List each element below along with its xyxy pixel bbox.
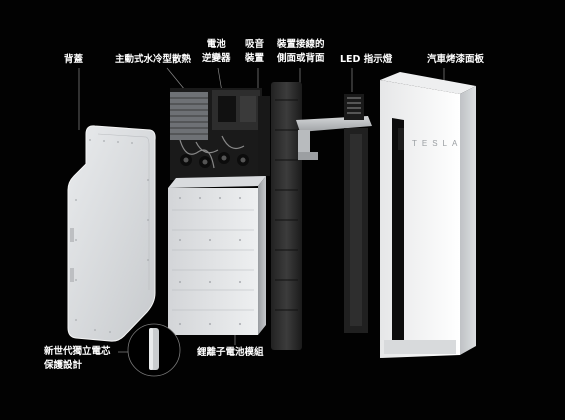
label-sound-line1: 吸音 [245,39,265,50]
label-chip-line2: 保護設計 [44,360,83,371]
battery-module-part [168,176,266,335]
label-side-line1: 裝置接線的 [277,39,325,50]
cooling-inverter-part [170,88,270,180]
label-battery-module: 鋰離子電池模組 [197,347,264,358]
side-panel-part [271,82,302,350]
label-battery-inverter: 電池 逆變器 [202,38,231,66]
label-cell-protection: 新世代獨立電芯 保護設計 [44,345,111,373]
tesla-logo: TESLA [412,139,462,148]
label-battery-line1: 電池 [206,39,226,50]
label-side-wiring: 裝置接線的 側面或背面 [277,38,325,66]
back-cover-part [67,125,156,342]
led-bracket-part [296,94,372,333]
label-paint-panel: 汽車烤漆面板 [427,54,485,65]
label-chip-line1: 新世代獨立電芯 [44,346,111,357]
label-sound-line2: 裝置 [245,53,265,64]
label-back-cover: 背蓋 [64,54,84,65]
label-sound-absorber: 吸音 裝置 [245,38,264,66]
cell-callout [127,323,181,377]
label-battery-line2: 逆變器 [202,53,231,64]
front-panel-part: TESLA [380,72,476,358]
label-active-cooling: 主動式水冷型散熱 [115,54,192,65]
label-led: LED 指示燈 [340,54,393,65]
label-side-line2: 側面或背面 [277,53,325,64]
